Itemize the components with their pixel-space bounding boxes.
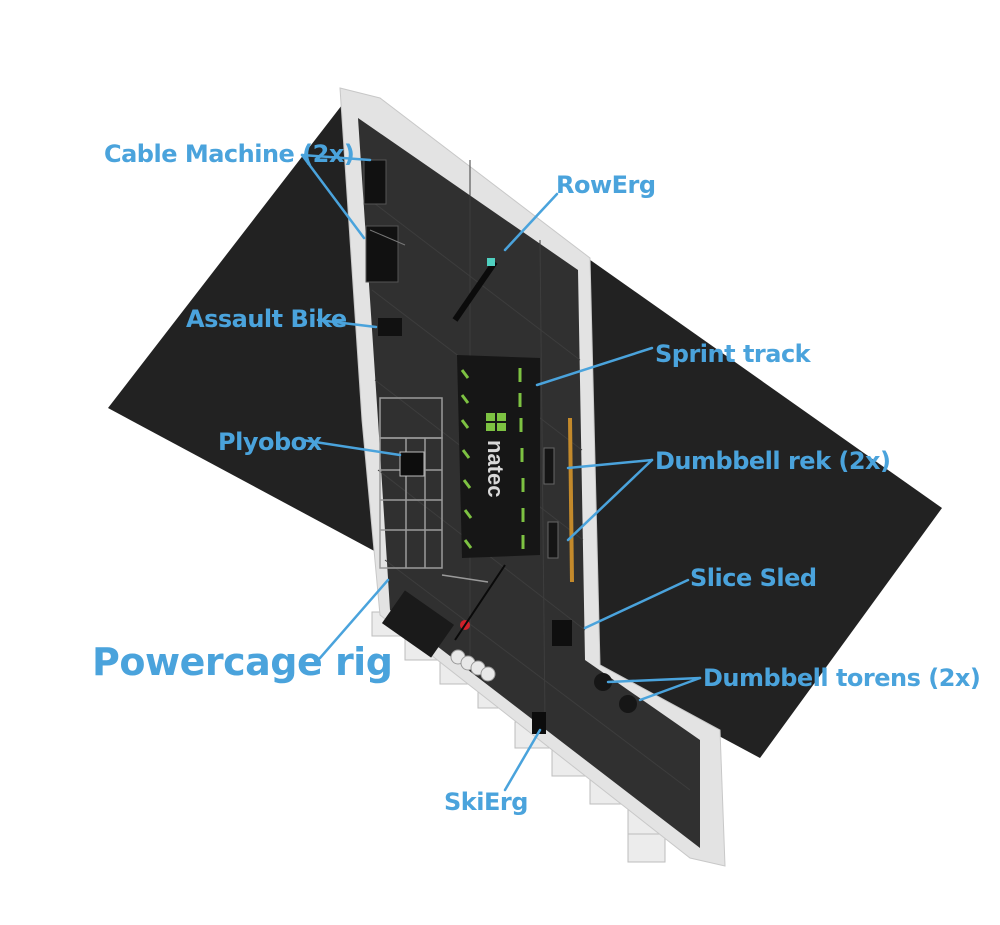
label-cable-machine: Cable Machine (2x) bbox=[104, 140, 355, 168]
label-assault-bike: Assault Bike bbox=[186, 305, 347, 333]
label-dumbbell-rek: Dumbbell rek (2x) bbox=[655, 447, 891, 475]
dumbbell-rek bbox=[543, 447, 559, 559]
rowerg-screen bbox=[487, 258, 495, 266]
wall-mirror bbox=[568, 417, 574, 583]
plyobox bbox=[399, 451, 425, 477]
label-plyobox: Plyobox bbox=[218, 428, 322, 456]
cable-machine bbox=[363, 159, 406, 283]
natec-logo-icon bbox=[486, 413, 506, 431]
label-sprint-track: Sprint track bbox=[655, 340, 811, 368]
plate-storage bbox=[381, 590, 455, 658]
natec-logo-text: natec bbox=[483, 440, 508, 497]
floor-bar bbox=[454, 564, 506, 641]
skierg bbox=[532, 712, 546, 734]
label-skierg: SkiErg bbox=[444, 788, 528, 816]
label-rowerg: RowErg bbox=[556, 171, 656, 199]
powercage-rig bbox=[379, 397, 489, 583]
slice-sled bbox=[552, 620, 572, 646]
lane-markers bbox=[460, 368, 525, 549]
label-powercage-rig: Powercage rig bbox=[92, 640, 393, 684]
label-dumbbell-torens: Dumbbell torens (2x) bbox=[703, 664, 981, 692]
label-slice-sled: Slice Sled bbox=[690, 564, 817, 592]
assault-bike bbox=[378, 318, 402, 336]
callout-leaders bbox=[300, 153, 702, 792]
weight-plates bbox=[450, 649, 496, 682]
dumbbell-torens bbox=[594, 673, 637, 713]
rowerg bbox=[452, 260, 498, 322]
